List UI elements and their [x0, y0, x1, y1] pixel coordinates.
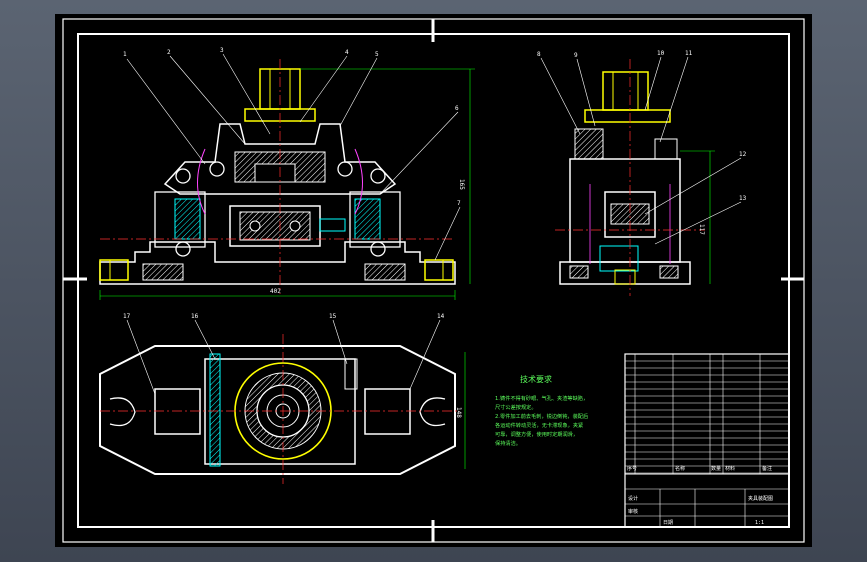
drawing-title: 夹具装配图 — [748, 495, 773, 502]
qty-header: 数量 — [711, 465, 721, 472]
callout-7: 7 — [457, 200, 461, 207]
callout-14: 14 — [437, 313, 445, 320]
callout-6: 6 — [455, 105, 459, 112]
callout-8: 8 — [537, 51, 541, 58]
notes-line-3: 2.零件加工前去毛刺，锐边倒钝，装配后 — [495, 412, 588, 420]
callout-9: 9 — [574, 52, 578, 59]
dim-front-height: 165 — [458, 179, 465, 190]
side-view — [555, 59, 715, 296]
notes-line-6: 保持清洁。 — [495, 439, 521, 447]
notes-line-4: 各运动件转动灵活，无卡滞现象，夹紧 — [495, 421, 583, 429]
callout-10: 10 — [657, 50, 665, 57]
seq-header: 序号 — [627, 465, 637, 472]
front-view — [99, 59, 475, 300]
callout-4: 4 — [345, 49, 349, 56]
callout-13: 13 — [739, 195, 747, 202]
name-header: 名称 — [675, 465, 685, 472]
checker-label: 审核 — [628, 508, 638, 515]
cad-viewport[interactable]: 1 2 3 4 5 6 7 8 9 10 11 12 13 17 16 15 1… — [55, 14, 812, 547]
notes-line-1: 1.铸件不得有砂眼、气孔、夹渣等缺陷， — [495, 394, 588, 402]
callout-3: 3 — [220, 47, 224, 54]
dim-side-height: 117 — [698, 224, 705, 235]
date-label: 日期 — [663, 520, 673, 526]
leader-lines — [126, 53, 742, 395]
callout-16: 16 — [191, 313, 199, 320]
plan-view — [99, 334, 466, 484]
dim-front-width: 402 — [270, 288, 281, 295]
technical-notes: 技术要求 1.铸件不得有砂眼、气孔、夹渣等缺陷， 尺寸公差按规定。 2.零件加工… — [495, 374, 588, 447]
callout-12: 12 — [739, 151, 747, 158]
scale-value: 1:1 — [755, 520, 764, 526]
callout-11: 11 — [685, 50, 693, 57]
callout-17: 17 — [123, 313, 131, 320]
material-header: 材料 — [725, 465, 735, 472]
callout-2: 2 — [167, 49, 171, 56]
callout-1: 1 — [123, 51, 127, 58]
assembly-drawing: 1 2 3 4 5 6 7 8 9 10 11 12 13 17 16 15 1… — [62, 18, 805, 543]
notes-title: 技术要求 — [520, 374, 552, 384]
notes-line-5: 可靠，调整方便，使用时定期润滑， — [495, 430, 578, 438]
remark-header: 备注 — [762, 465, 772, 472]
callout-15: 15 — [329, 313, 337, 320]
notes-line-2: 尺寸公差按规定。 — [495, 403, 537, 411]
callout-5: 5 — [375, 51, 379, 58]
centering-marks — [63, 19, 804, 542]
dim-plan-height: 148 — [455, 407, 462, 418]
title-block: 序号 名称 数量 材料 备注 夹具装配图 1:1 设计 审核 日期 — [624, 353, 790, 528]
designer-label: 设计 — [628, 495, 638, 502]
